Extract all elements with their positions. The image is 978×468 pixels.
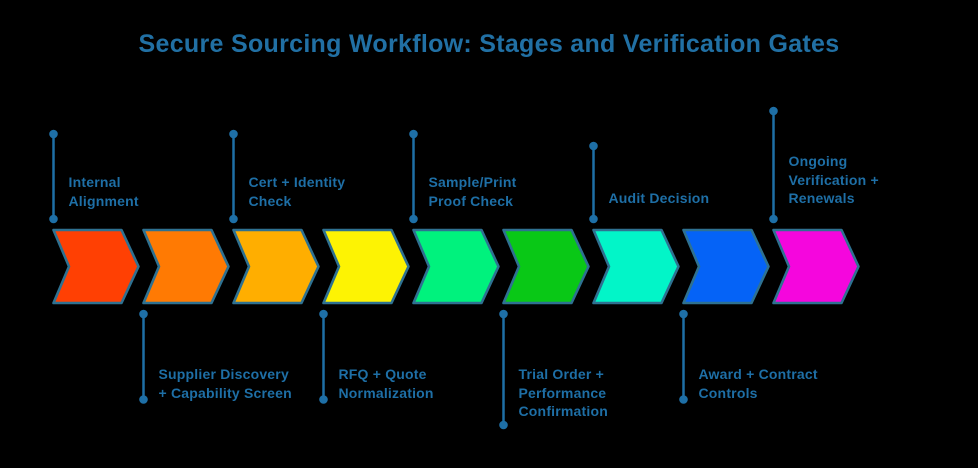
gate-dot-5-top: [409, 129, 418, 139]
gate-dot-4-bottom: [319, 395, 328, 404]
diagram-title: Secure Sourcing Workflow: Stages and Ver…: [138, 30, 840, 58]
gate-dot-2-bottom: [139, 395, 148, 404]
gate-dot-9-top: [769, 106, 778, 116]
stage-chevron-7: [592, 228, 680, 305]
gate-dot-6-bottom: [499, 420, 508, 430]
gate-dot-7-top: [589, 141, 598, 151]
stage-chevron-3: [232, 228, 320, 305]
gate-dot-6-top: [499, 309, 508, 319]
gate-dot-4-top: [319, 309, 328, 319]
stage-chevron-4: [322, 228, 410, 305]
gate-dot-5-bottom: [409, 214, 418, 224]
stage-chevron-6: [502, 228, 590, 305]
stage-chevron-2: [142, 228, 230, 305]
stage-chevron-1: [52, 228, 140, 305]
gate-dot-2-top: [139, 309, 148, 319]
stage-chevron-9: [772, 228, 860, 305]
gate-dot-3-bottom: [229, 214, 238, 224]
gate-dot-8-bottom: [679, 395, 688, 404]
gate-dot-8-top: [679, 309, 688, 319]
gate-dot-7-bottom: [589, 214, 598, 224]
gate-dot-1-top: [49, 129, 58, 139]
gate-dot-3-top: [229, 129, 238, 139]
stage-chevron-8: [682, 228, 770, 305]
gate-dot-1-bottom: [49, 214, 58, 224]
gate-dot-9-bottom: [769, 214, 778, 224]
stage-chevron-5: [412, 228, 500, 305]
